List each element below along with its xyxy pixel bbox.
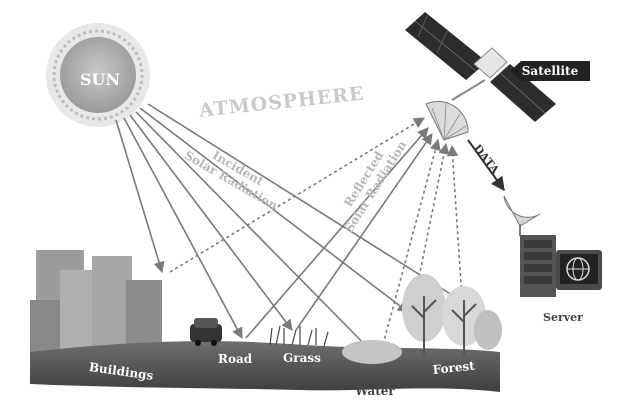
ground-dish-icon [503, 195, 541, 236]
satellite-label: Satellite [510, 61, 590, 81]
forest-illustration [402, 274, 502, 356]
road-label: Road [218, 352, 253, 366]
data-arrow [467, 139, 505, 192]
satellite-dish-icon [425, 100, 469, 141]
grass-illustration [269, 325, 329, 347]
sun-label: SUN [80, 70, 121, 89]
sun-icon [46, 23, 150, 127]
server-icon [520, 235, 602, 297]
car-icon [190, 318, 222, 346]
satellite-icon [405, 12, 556, 122]
incident-radiation-arrows [115, 103, 461, 359]
grass-label: Grass [283, 351, 321, 365]
water-pool [342, 340, 402, 364]
server-label: Server [543, 311, 583, 324]
water-label: Water [355, 384, 395, 398]
reflected-radiation-arrows [169, 117, 463, 357]
